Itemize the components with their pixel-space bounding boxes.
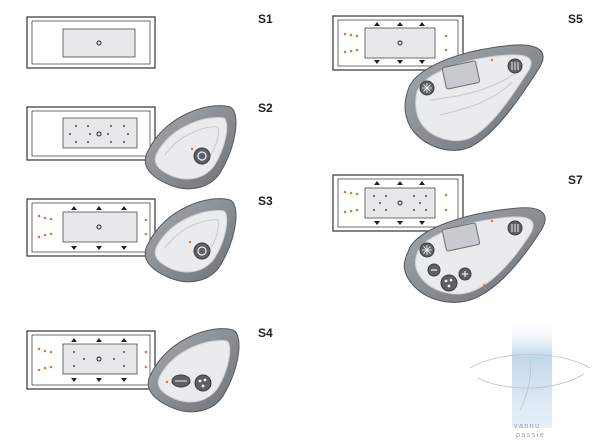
tub-icon [26, 330, 156, 390]
model-label-s7: S7 [568, 173, 583, 187]
watermark-text-line1: vannu [514, 423, 541, 430]
tub-icon [26, 106, 156, 161]
jet-dot-icon [37, 214, 148, 239]
light-button-icon [419, 242, 435, 258]
tub-icon [332, 174, 464, 232]
model-s5: S5 [332, 12, 583, 151]
control-panel-icon [404, 44, 544, 151]
model-s4: S4 [26, 326, 273, 413]
model-s7: S7 [332, 173, 583, 303]
plus-button-icon [458, 267, 472, 281]
arrow-icon [374, 22, 425, 64]
arrow-icon [71, 206, 127, 250]
power-button-icon [193, 147, 211, 165]
model-s2: S2 [26, 101, 273, 190]
model-label-s3: S3 [258, 194, 273, 208]
heater-button-icon [507, 58, 523, 74]
watermark-text-line2: passie [516, 432, 545, 439]
light-button-icon [419, 80, 435, 96]
drain-icon [96, 40, 102, 46]
jet-dot-icon [343, 32, 448, 54]
tub-icon [26, 198, 156, 257]
display-icon [441, 222, 481, 252]
model-s1: S1 [26, 12, 273, 69]
arrow-icon [71, 338, 127, 382]
control-panel-icon [403, 207, 546, 303]
jet-dot-icon [343, 190, 448, 214]
arrow-icon [374, 181, 425, 225]
model-label-s5: S5 [568, 12, 583, 26]
power-button-icon [193, 242, 211, 260]
heater-button-icon [507, 220, 523, 236]
control-panel-icon [144, 198, 237, 283]
jet-dots [69, 125, 129, 143]
control-panel-icon [147, 328, 240, 413]
tub-icon [26, 16, 156, 69]
jet-dot-icon [37, 347, 148, 372]
massage-button-icon [171, 374, 191, 388]
power-button-icon [194, 374, 212, 392]
model-s3: S3 [26, 194, 273, 283]
display-icon [441, 60, 481, 90]
power-button-icon [440, 274, 458, 292]
control-panel-icon [144, 105, 237, 190]
model-label-s4: S4 [258, 326, 273, 340]
minus-button-icon [427, 263, 441, 277]
tub-icon [332, 15, 464, 71]
model-label-s2: S2 [258, 101, 273, 115]
model-label-s1: S1 [258, 12, 273, 26]
watermark-logo: vannu passie [469, 318, 591, 439]
